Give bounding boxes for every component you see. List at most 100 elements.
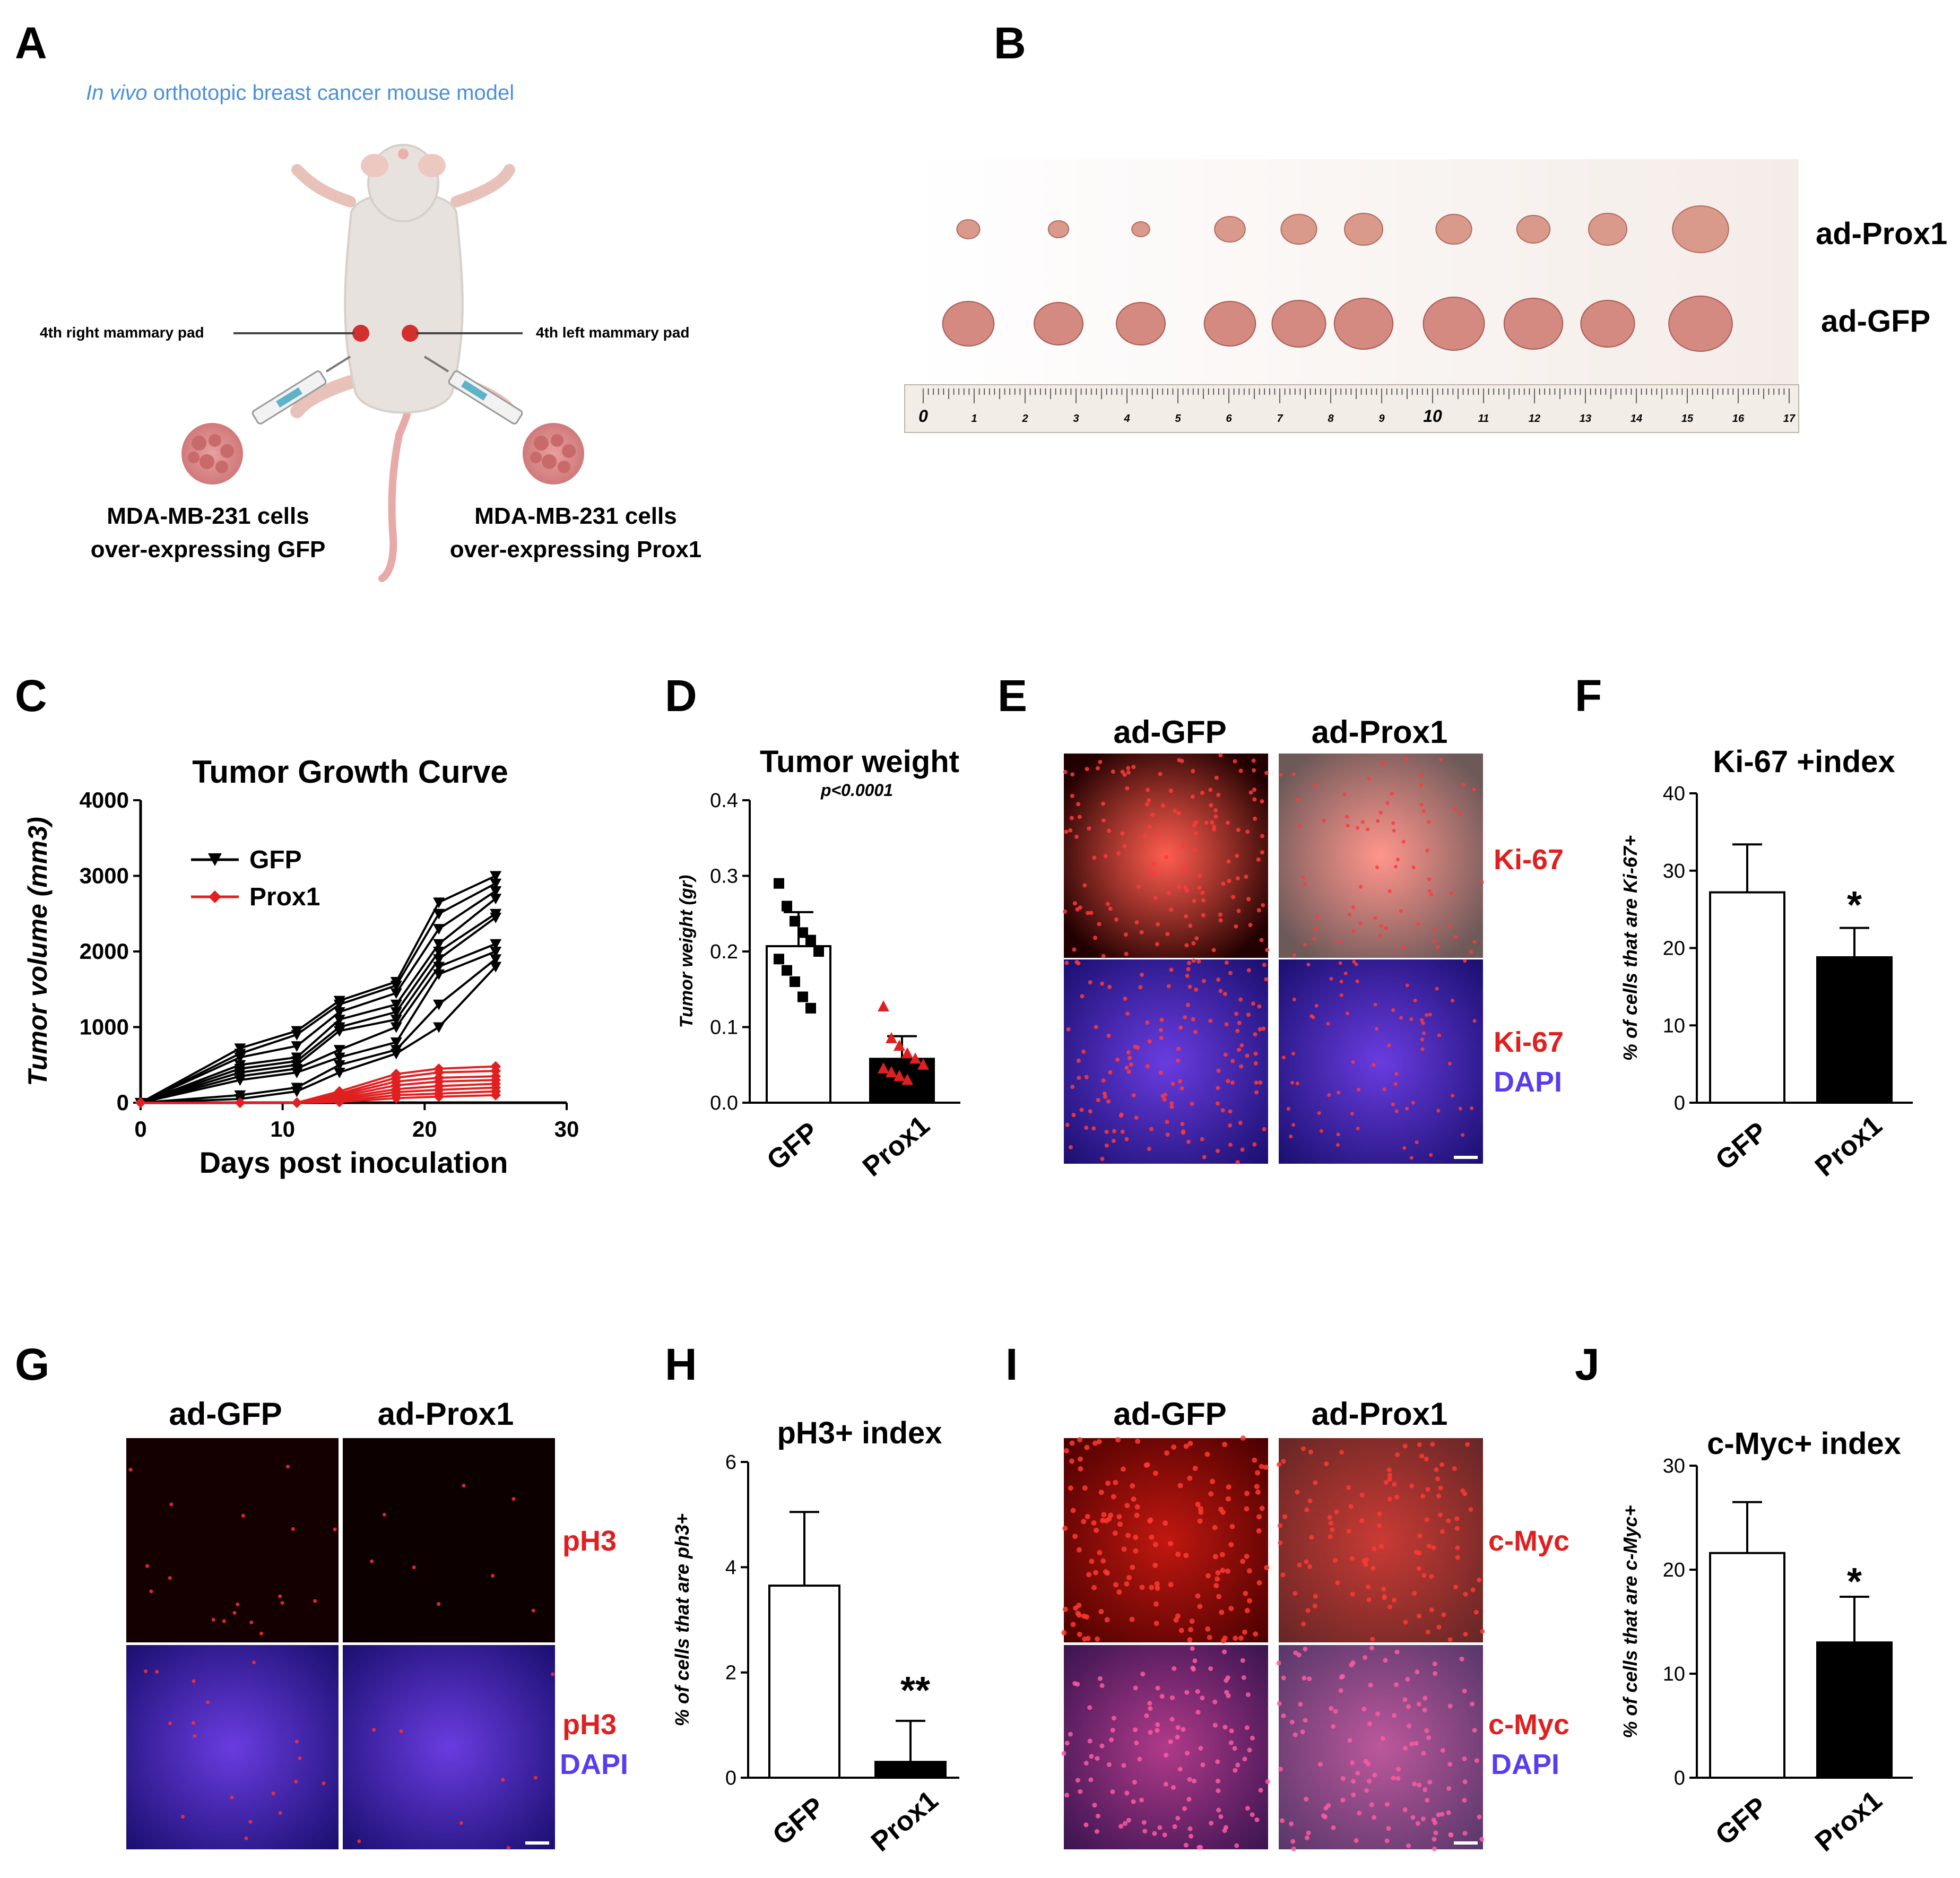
cell-dot — [399, 1729, 403, 1733]
cell-dot — [333, 1527, 337, 1531]
x-tick-label: Prox1 — [865, 1785, 944, 1857]
cell-dot — [1216, 1068, 1221, 1073]
cell-dot — [1076, 802, 1081, 807]
cell-dot — [1387, 1473, 1392, 1478]
cell-dot — [1420, 1816, 1426, 1822]
cell-dot — [1130, 1483, 1135, 1489]
cell-dot — [1371, 1565, 1376, 1571]
cell-dot — [1307, 1676, 1312, 1682]
cell-dot — [1455, 1555, 1460, 1560]
cell-dot — [1134, 1741, 1139, 1746]
cell-dot — [1292, 953, 1296, 957]
cell-dot — [1155, 942, 1159, 947]
cell-dot — [144, 1669, 148, 1673]
y-tick-label: 30 — [1663, 860, 1685, 882]
cell-dot — [1103, 1094, 1107, 1099]
cell-dot — [1336, 1132, 1340, 1137]
cell-dot — [1260, 850, 1264, 855]
cell-dot — [1291, 1051, 1295, 1055]
cell-dot — [1293, 1591, 1298, 1596]
cell-dot — [1411, 865, 1416, 869]
bar-prox1 — [1816, 956, 1893, 1104]
cell-dot — [236, 1602, 240, 1606]
gfp-marker — [490, 871, 502, 882]
cell-dot — [1081, 1519, 1087, 1525]
cell-dot — [1387, 1043, 1391, 1048]
cell-dot — [1112, 1530, 1118, 1536]
gfp-marker — [490, 894, 502, 905]
cell-dot — [1479, 1837, 1485, 1842]
cell-dot — [1409, 1017, 1413, 1022]
gfp-marker — [490, 947, 502, 957]
g-img-prox1-ph3 — [343, 1438, 555, 1642]
x-tick-label: 10 — [270, 1117, 295, 1141]
cell-dot — [1401, 945, 1406, 949]
cell-dot — [1254, 1817, 1260, 1822]
ruler-number: 4 — [1123, 413, 1130, 425]
cell-dot — [1104, 1617, 1110, 1623]
e-stain-top: Ki-67 — [1494, 844, 1564, 876]
cell-dot — [1460, 1488, 1465, 1493]
cell-dot — [1425, 1797, 1430, 1803]
cell-dot — [1200, 1137, 1204, 1141]
gfp-marker — [433, 999, 445, 1010]
cell-dot — [155, 1669, 159, 1674]
cell-dot — [1132, 1779, 1137, 1785]
cell-dot — [1133, 1727, 1138, 1733]
cell-dot — [1126, 1574, 1132, 1580]
y-tick-label: 0.0 — [710, 1092, 738, 1114]
cell-dot — [1387, 1496, 1392, 1502]
cell-dot — [1264, 1565, 1270, 1571]
cell-dot — [1159, 1036, 1164, 1041]
cell-dot — [1315, 915, 1319, 919]
y-axis-label: Tumor volume (mm3) — [23, 817, 53, 1086]
cell-dot — [1277, 1523, 1282, 1528]
cell-dot — [1143, 1462, 1149, 1468]
cell-dot — [1137, 884, 1141, 889]
cell-dot — [1247, 1747, 1252, 1753]
cell-dot — [1062, 1526, 1068, 1531]
gfp-marker — [234, 1075, 246, 1086]
cell-dot — [1206, 1573, 1211, 1579]
cell-dot — [1394, 1494, 1399, 1500]
bar-gfp — [766, 945, 831, 1104]
cell-dot — [1201, 979, 1206, 983]
cell-dot — [149, 1589, 153, 1594]
cell-dot — [1188, 923, 1193, 928]
prox1-point — [878, 1000, 889, 1012]
cell-dot — [294, 1739, 299, 1744]
cell-dot — [1183, 1553, 1189, 1559]
cell-dot — [1077, 1076, 1081, 1080]
cell-dot — [1251, 1001, 1255, 1006]
injection-site-right — [352, 325, 369, 342]
cell-dot — [1200, 791, 1204, 795]
cell-dot — [1077, 1456, 1083, 1462]
pvalue-label: p<0.0001 — [820, 781, 893, 800]
cell-dot — [1133, 1535, 1139, 1541]
y-tick-label: 0 — [1674, 1092, 1685, 1114]
cell-dot — [1083, 1822, 1089, 1828]
cell-dot — [1322, 819, 1326, 823]
gfp-point — [774, 954, 784, 965]
cell-dot — [1147, 1701, 1152, 1706]
cell-dot — [1134, 1115, 1139, 1120]
cell-dot — [1234, 924, 1238, 929]
cell-dot — [1181, 1727, 1186, 1732]
cell-dot — [1351, 905, 1355, 910]
cell-dot — [1337, 1091, 1341, 1095]
cell-dot — [1075, 1611, 1081, 1616]
y-tick-label: 0.2 — [710, 941, 738, 963]
cell-dot — [1437, 1033, 1441, 1037]
cell-dot — [1379, 924, 1383, 928]
cell-dot — [1175, 1725, 1181, 1730]
cell-dot — [1089, 911, 1094, 915]
cell-dot — [1129, 1062, 1133, 1067]
ruler-number: 1 — [971, 413, 977, 425]
cell-dot — [1350, 1760, 1355, 1766]
gfp-marker — [490, 962, 502, 973]
chart-title: c-Myc+ index — [1707, 1426, 1901, 1461]
cell-dot — [1158, 1070, 1163, 1075]
cell-dot — [412, 1565, 416, 1570]
cell-dot — [1228, 971, 1233, 975]
cell-dot — [1470, 1106, 1474, 1110]
